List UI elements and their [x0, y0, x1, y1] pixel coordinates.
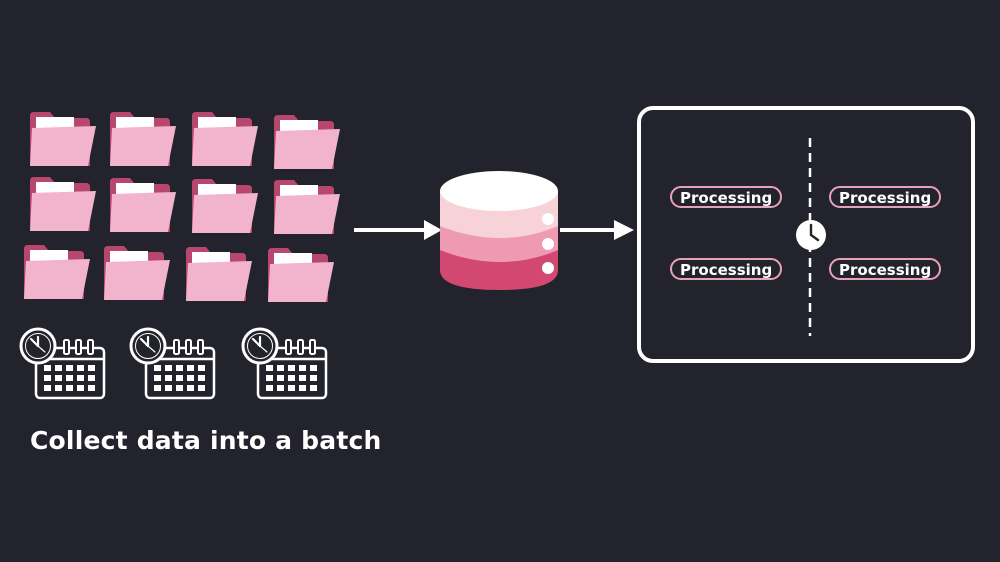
database-icon [440, 171, 558, 290]
folder-icon [274, 115, 340, 169]
processing-box [637, 106, 975, 363]
processing-label-top-left: Processing [670, 186, 782, 208]
processing-label-bottom-left: Processing [670, 258, 782, 280]
folder-icon [24, 245, 90, 299]
caption: Collect data into a batch [30, 426, 382, 455]
folder-icon [186, 247, 252, 301]
folder-icon [30, 177, 96, 231]
clock-icon [796, 220, 826, 250]
schedule-icons [19, 327, 328, 400]
folder-icon [192, 179, 258, 233]
folder-icon [110, 178, 176, 232]
folder-icon [192, 112, 258, 166]
clock-calendar-icon [129, 327, 216, 400]
folder-icon [110, 112, 176, 166]
clock-calendar-icon [241, 327, 328, 400]
folder-icon [268, 248, 334, 302]
arrow-right-icon [560, 220, 634, 240]
processing-label-bottom-right: Processing [829, 258, 941, 280]
processing-label-top-right: Processing [829, 186, 941, 208]
clock-calendar-icon [19, 327, 106, 400]
folder-icon [30, 112, 96, 166]
arrow-right-icon [354, 220, 442, 240]
folder-icon [104, 246, 170, 300]
folder-grid [24, 112, 340, 302]
folder-icon [274, 180, 340, 234]
